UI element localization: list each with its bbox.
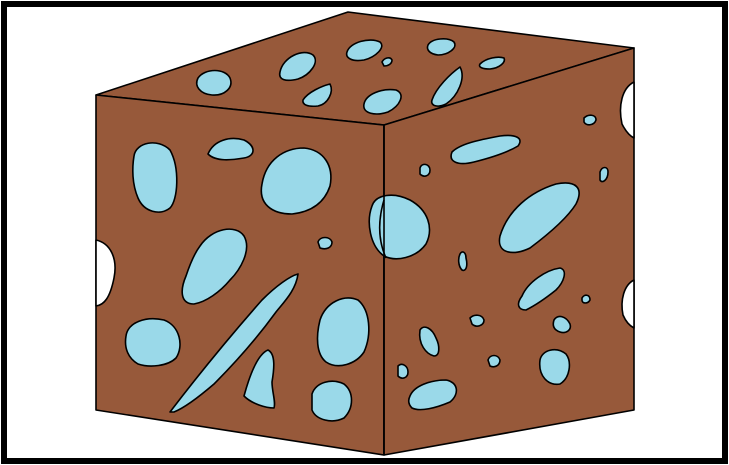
pore bbox=[470, 315, 484, 326]
pore bbox=[584, 115, 596, 125]
pore bbox=[133, 143, 177, 212]
pore bbox=[312, 381, 352, 421]
pore bbox=[420, 164, 430, 176]
pore bbox=[459, 252, 467, 270]
pore bbox=[488, 356, 500, 367]
pore bbox=[318, 238, 332, 249]
pore bbox=[540, 350, 570, 385]
pore bbox=[197, 71, 231, 96]
pore bbox=[582, 295, 590, 303]
pore bbox=[126, 319, 181, 366]
pore bbox=[398, 364, 408, 378]
cube bbox=[96, 12, 634, 455]
